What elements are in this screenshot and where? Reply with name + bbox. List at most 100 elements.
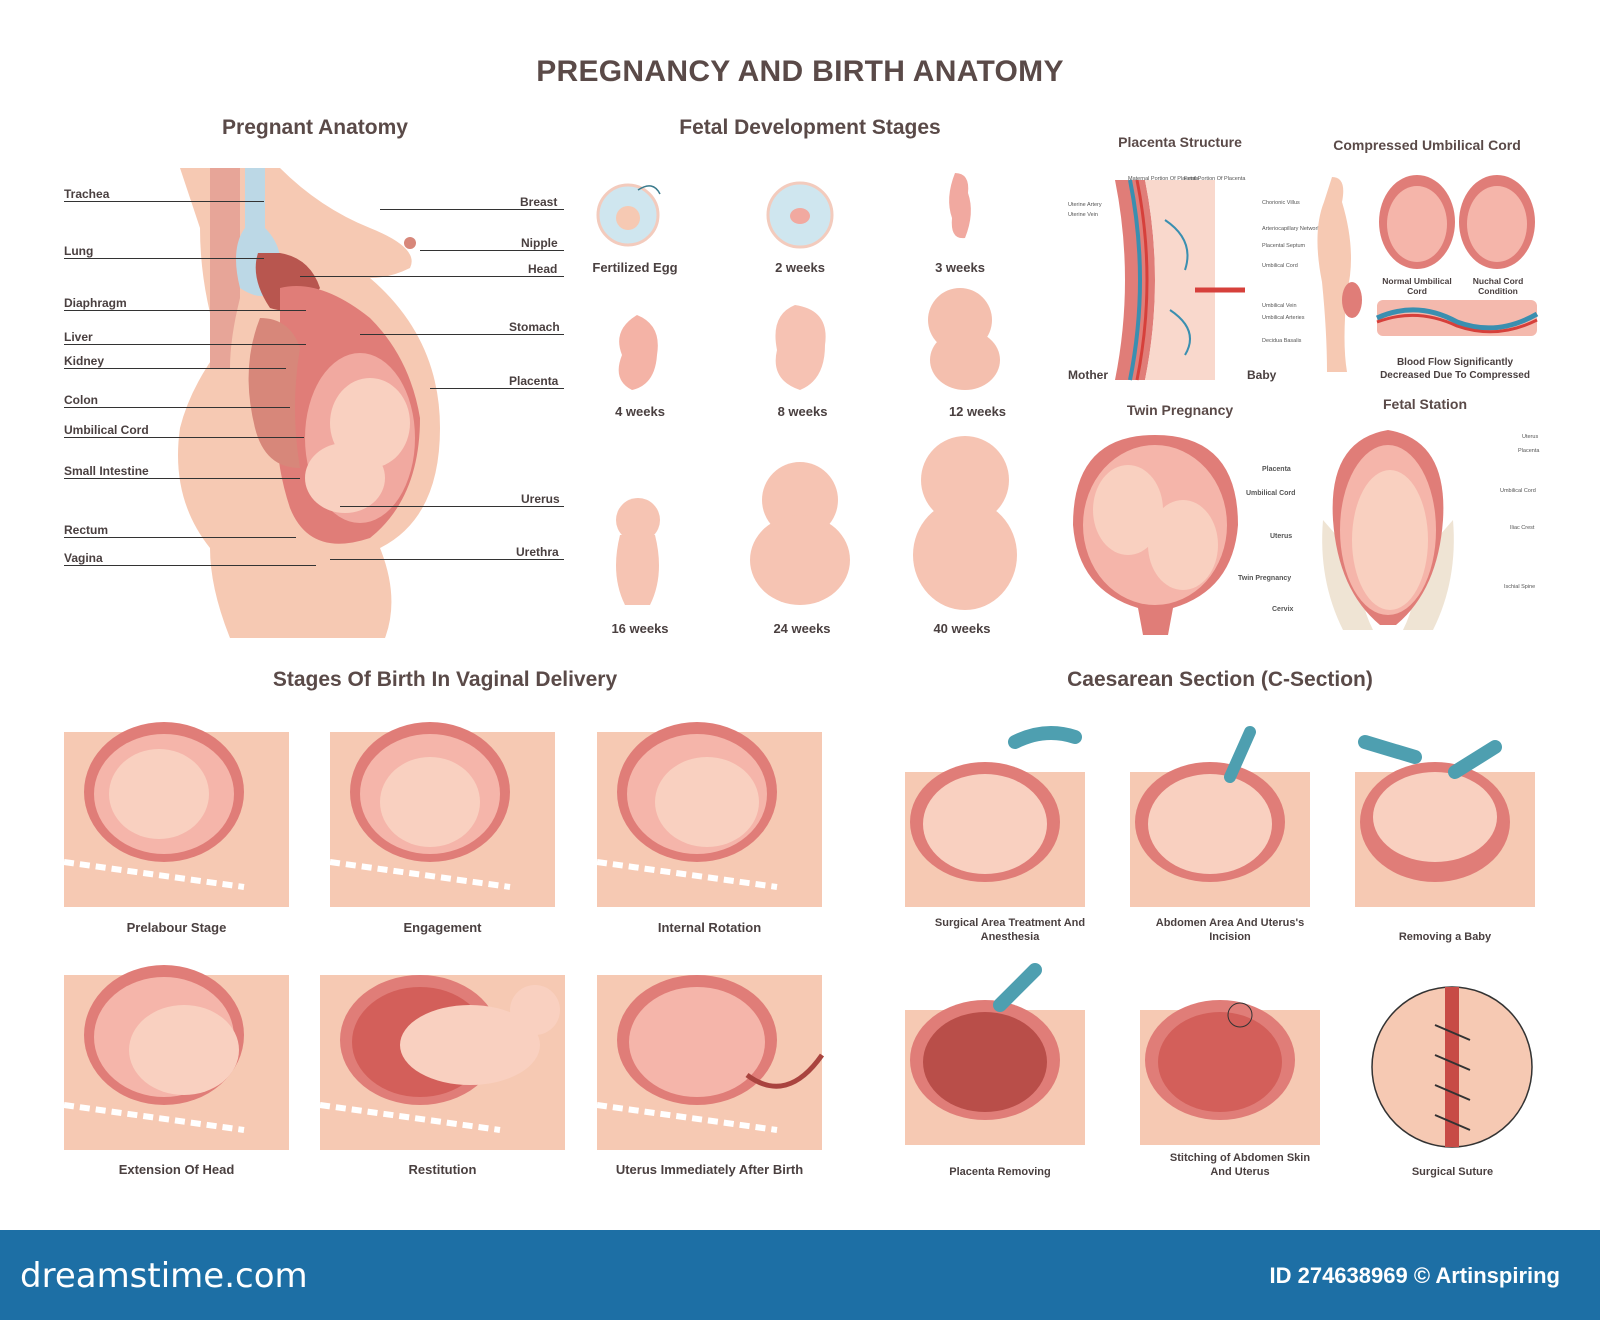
label-liver: Liver bbox=[64, 330, 93, 344]
fetus-8-weeks-illustration bbox=[775, 305, 826, 390]
surgical-area-illustration bbox=[905, 726, 1085, 907]
placenta-label-maternal: Maternal Portion Of Placenta bbox=[1128, 176, 1199, 182]
stage-surgical-area: Surgical Area Treatment And Anesthesia bbox=[934, 917, 1086, 943]
label-small-intestine: Small Intestine bbox=[64, 464, 149, 478]
fetal-station-illustration bbox=[1322, 430, 1454, 630]
fetus-12-weeks-illustration bbox=[928, 288, 1000, 390]
fetus-16-weeks-illustration bbox=[616, 498, 660, 605]
station-label-uterus: Uterus bbox=[1522, 434, 1539, 440]
label-head: Head bbox=[528, 262, 558, 276]
footer-bar: dreamstime.com ID 274638969 © Artinspiri… bbox=[0, 1230, 1600, 1320]
blood-flow-caption: Blood Flow Significantly Decreased Due T… bbox=[1380, 357, 1530, 381]
station-label-placenta: Placenta bbox=[1518, 448, 1540, 454]
label-umbilical-cord: Umbilical Cord bbox=[64, 423, 149, 437]
placenta-label-umbilical-cord: Umbilical Cord bbox=[1262, 263, 1298, 269]
pregnant-body-illustration bbox=[178, 168, 440, 638]
label-diaphragm: Diaphragm bbox=[64, 296, 127, 310]
pregnant-anatomy-heading: Pregnant Anatomy bbox=[222, 116, 408, 139]
placenta-label-arteriocapillary: Arteriocapillary Network bbox=[1262, 226, 1321, 232]
label-kidney: Kidney bbox=[64, 354, 105, 368]
fetal-stages-heading: Fetal Development Stages bbox=[679, 116, 941, 139]
compressed-cord-illustration bbox=[1317, 175, 1539, 372]
stage-stitching: Stitching of Abdomen Skin And Uterus bbox=[1169, 1152, 1311, 1178]
stage-incision: Abdomen Area And Uterus's Incision bbox=[1155, 917, 1305, 943]
twin-label-placenta: Placenta bbox=[1262, 466, 1291, 473]
label-trachea: Trachea bbox=[64, 187, 110, 201]
label-rectum: Rectum bbox=[64, 523, 109, 537]
stage-2-weeks: 2 weeks bbox=[775, 260, 825, 275]
placenta-removing-illustration bbox=[905, 963, 1085, 1145]
label-urerus: Urerus bbox=[521, 492, 560, 506]
label-nipple: Nipple bbox=[521, 236, 558, 250]
footer-id: ID 274638969 © Artinspiring bbox=[1269, 1263, 1560, 1288]
uterus-after-birth-illustration bbox=[596, 975, 825, 1150]
stage-4-weeks: 4 weeks bbox=[615, 404, 665, 419]
stage-placenta-removing: Placenta Removing bbox=[949, 1166, 1051, 1178]
stage-40-weeks: 40 weeks bbox=[933, 621, 991, 636]
placenta-label-septum: Placental Septum bbox=[1262, 243, 1306, 249]
stage-removing-baby: Removing a Baby bbox=[1398, 931, 1492, 943]
twin-pregnancy-illustration bbox=[1073, 435, 1238, 635]
placenta-structure-illustration bbox=[1115, 179, 1245, 381]
placenta-baby-label: Baby bbox=[1247, 368, 1277, 382]
placenta-label-umbilical-vein: Umbilical Vein bbox=[1262, 303, 1297, 309]
stage-internal-rotation: Internal Rotation bbox=[657, 920, 762, 935]
label-urethra: Urethra bbox=[516, 545, 559, 559]
fetus-24-weeks-illustration bbox=[750, 462, 850, 605]
surgical-suture-illustration bbox=[1371, 986, 1533, 1148]
footer-brand[interactable]: dreamstime.com bbox=[20, 1256, 308, 1296]
label-breast: Breast bbox=[520, 195, 558, 209]
fetus-3-weeks-illustration bbox=[949, 173, 971, 239]
stage-8-weeks: 8 weeks bbox=[777, 404, 828, 419]
internal-rotation-illustration bbox=[596, 722, 822, 907]
incision-illustration bbox=[1130, 726, 1310, 907]
fetus-4-weeks-illustration bbox=[618, 315, 658, 390]
fetal-egg-illustration bbox=[596, 183, 661, 247]
fetus-2-weeks-illustration bbox=[766, 181, 834, 249]
restitution-illustration bbox=[319, 975, 565, 1150]
label-stomach: Stomach bbox=[509, 320, 560, 334]
placenta-structure-heading: Placenta Structure bbox=[1118, 134, 1242, 150]
stage-extension-of-head: Extension Of Head bbox=[118, 1162, 235, 1177]
stage-24-weeks: 24 weeks bbox=[773, 621, 831, 636]
nuchal-cord-caption: Nuchal Cord Condition bbox=[1472, 276, 1524, 296]
placenta-label-decidua: Decidua Basalis bbox=[1262, 338, 1302, 344]
normal-cord-caption: Normal Umbilical Cord bbox=[1382, 276, 1452, 296]
stage-surgical-suture: Surgical Suture bbox=[1411, 1166, 1494, 1178]
station-label-ischial-spine: Ischial Spine bbox=[1504, 584, 1536, 590]
stage-12-weeks: 12 weeks bbox=[948, 404, 1007, 419]
stage-16-weeks: 16 weeks bbox=[611, 621, 669, 636]
station-label-iliac-crest: Iliac Crest bbox=[1510, 525, 1535, 531]
stage-restitution: Restitution bbox=[408, 1162, 477, 1177]
label-vagina: Vagina bbox=[64, 551, 103, 565]
c-section-heading: Caesarean Section (C-Section) bbox=[1067, 668, 1373, 691]
placenta-mother-label: Mother bbox=[1068, 368, 1108, 382]
twin-pregnancy-heading: Twin Pregnancy bbox=[1126, 402, 1234, 418]
placenta-label-fetal: Fetal Portion Of Placenta bbox=[1184, 176, 1246, 182]
station-label-umbilical-cord: Umbilical Cord bbox=[1500, 488, 1536, 494]
stage-3-weeks: 3 weeks bbox=[935, 260, 985, 275]
fetus-40-weeks-illustration bbox=[913, 436, 1017, 610]
stage-uterus-after-birth: Uterus Immediately After Birth bbox=[615, 1162, 804, 1177]
placenta-label-chorionic-villus: Chorionic Villus bbox=[1262, 200, 1300, 206]
twin-label-twin-pregnancy: Twin Pregnancy bbox=[1238, 575, 1292, 582]
engagement-illustration bbox=[329, 722, 555, 907]
placenta-label-uterine-artery: Uterine Artery bbox=[1068, 202, 1102, 208]
placenta-label-uterine-vein: Uterine Vein bbox=[1068, 212, 1098, 218]
extension-of-head-illustration bbox=[63, 965, 289, 1150]
label-colon: Colon bbox=[64, 393, 98, 407]
page-title: PREGNANCY AND BIRTH ANATOMY bbox=[536, 55, 1064, 88]
stage-fertilized-egg: Fertilized Egg bbox=[592, 260, 678, 275]
twin-label-cervix: Cervix bbox=[1272, 606, 1294, 613]
stage-engagement: Engagement bbox=[403, 920, 482, 935]
prelabour-illustration bbox=[63, 722, 289, 907]
stage-prelabour: Prelabour Stage bbox=[126, 920, 227, 935]
label-placenta: Placenta bbox=[509, 374, 559, 388]
twin-label-uterus: Uterus bbox=[1270, 533, 1293, 540]
removing-baby-illustration bbox=[1355, 735, 1535, 907]
placenta-label-umbilical-arteries: Umbilical Arteries bbox=[1262, 315, 1305, 321]
label-lung: Lung bbox=[64, 244, 94, 258]
vaginal-delivery-heading: Stages Of Birth In Vaginal Delivery bbox=[272, 668, 618, 691]
fetal-station-heading: Fetal Station bbox=[1382, 396, 1467, 412]
